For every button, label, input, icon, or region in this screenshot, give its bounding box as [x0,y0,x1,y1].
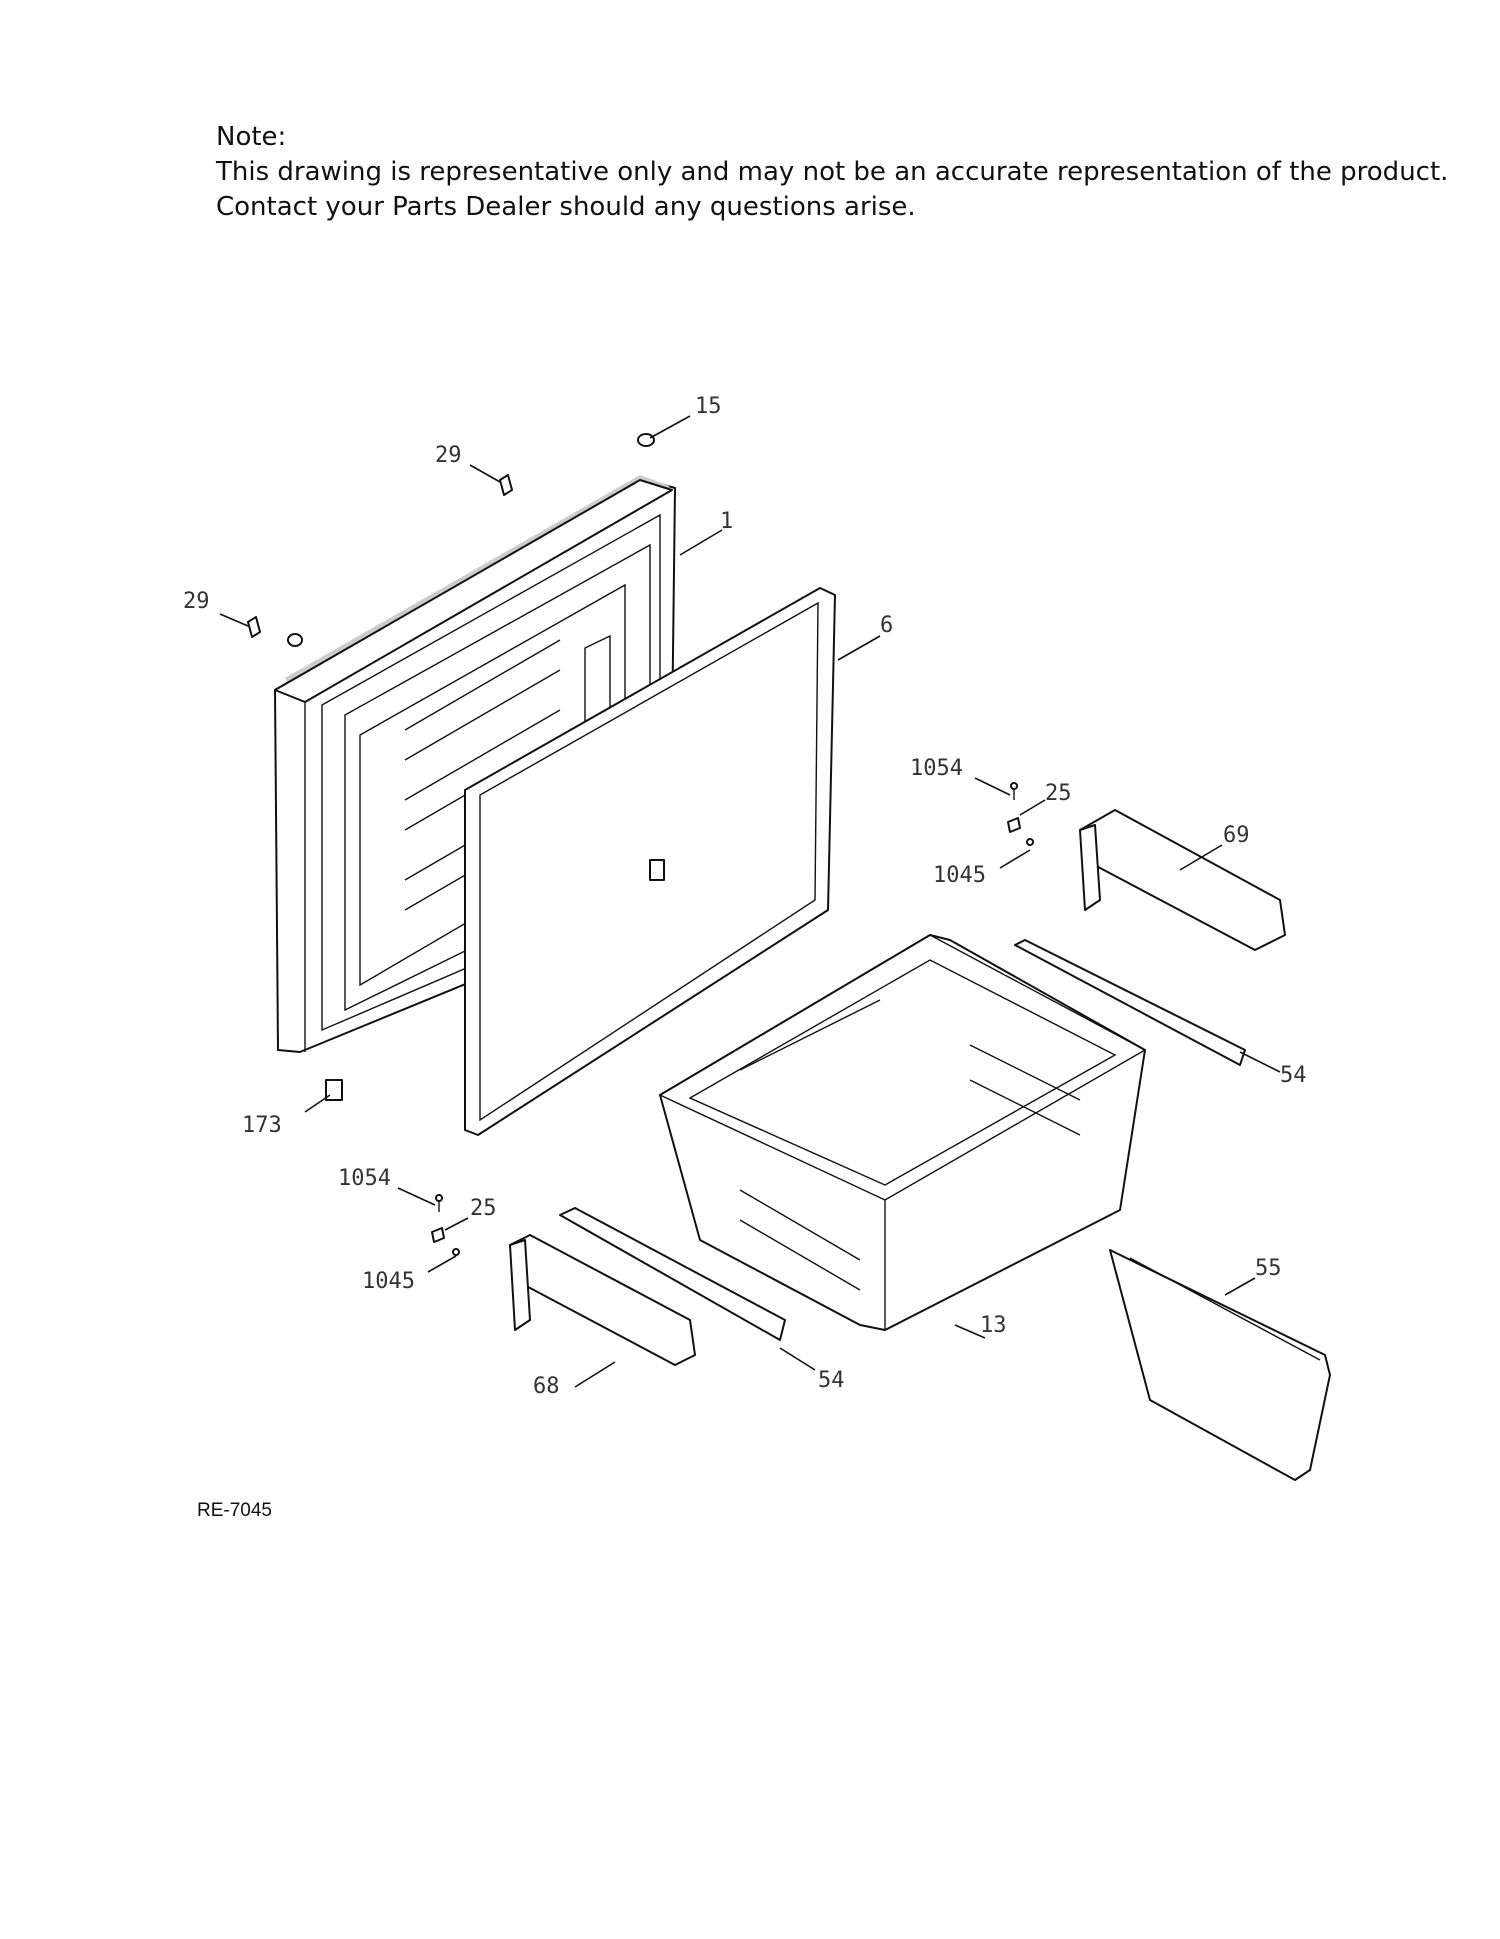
leader-lines [219,415,1281,1388]
callout-6: 6 [880,613,893,638]
part-68-bracket-left [509,1234,696,1366]
part-stop-upper [649,859,665,881]
callout-1: 1 [720,509,733,534]
callout-1054: 1054 [910,756,963,781]
part-54-rail-right [1014,939,1246,1066]
callout-173: 173 [242,1113,282,1138]
callout-55: 55 [1255,1256,1282,1281]
part-25-clip-b [431,1227,445,1243]
part-25-clip-a [1007,817,1021,833]
callout-54: 54 [1280,1063,1307,1088]
callout-1045: 1045 [933,863,986,888]
callout-1054: 1054 [338,1166,391,1191]
note-line-2: Contact your Parts Dealer should any que… [216,192,916,222]
diagram-code: RE-7045 [197,1500,272,1521]
callout-69: 69 [1223,823,1250,848]
callout-25: 25 [1045,781,1072,806]
part-1054-screw-b [435,1194,443,1212]
part-29-pin-a [499,474,513,496]
part-1045-screw-b [452,1248,460,1256]
part-54-rail-left [559,1207,786,1341]
callout-29: 29 [183,589,210,614]
callout-25: 25 [470,1196,497,1221]
part-basket [658,934,1147,1331]
callout-29: 29 [435,443,462,468]
part-1045-screw-a [1026,838,1034,846]
part-cap-small [287,633,303,647]
part-29-pin-b [247,616,261,638]
part-15-cap [637,433,655,447]
callout-13: 13 [980,1313,1007,1338]
callout-68: 68 [533,1374,560,1399]
note-heading: Note: [216,122,287,152]
note-block: Note: This drawing is representative onl… [216,120,1448,225]
callout-54: 54 [818,1368,845,1393]
part-69-bracket-right [1079,809,1286,951]
part-1054-screw-a [1010,782,1018,800]
note-line-1: This drawing is representative only and … [216,157,1449,187]
part-divider [1109,1249,1331,1481]
callout-1045: 1045 [362,1269,415,1294]
callout-15: 15 [695,394,722,419]
